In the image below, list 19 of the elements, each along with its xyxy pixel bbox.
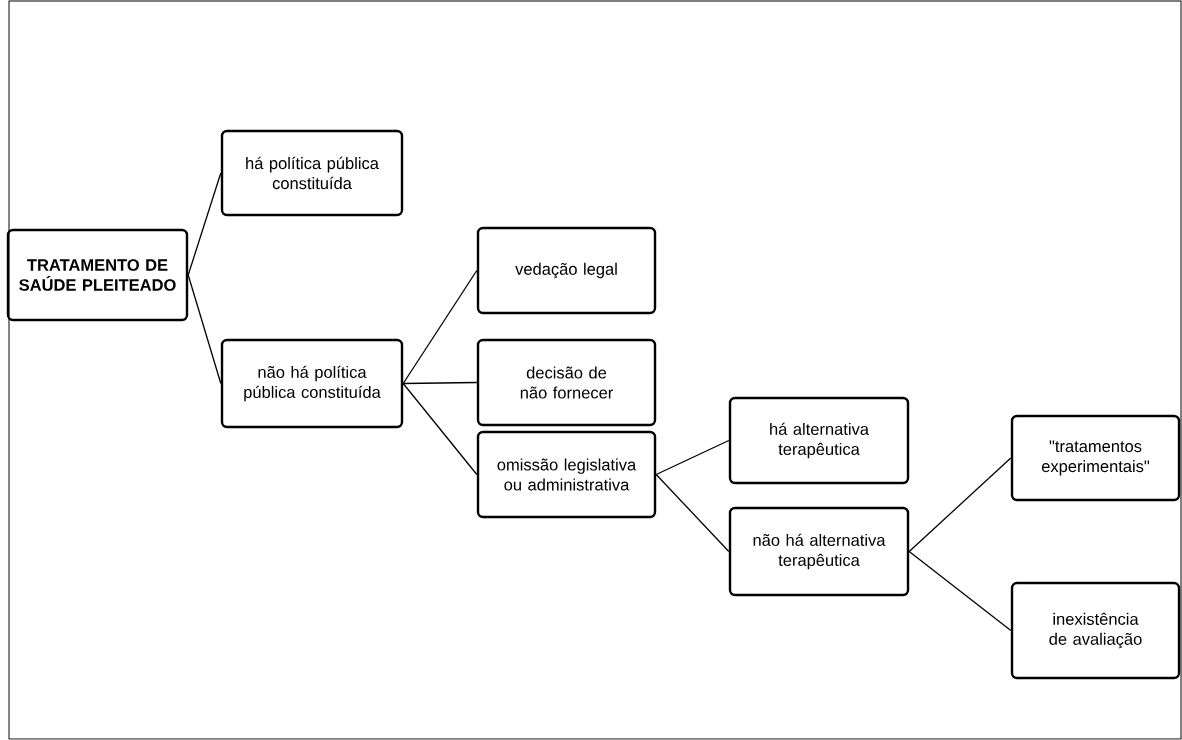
process-box: decisão de não fornecer [476, 338, 657, 427]
connector-line [655, 473, 730, 553]
connector-line [908, 457, 1012, 553]
process-box: há política pública constituída [220, 129, 404, 217]
connector-line [655, 439, 730, 476]
connector-line [402, 382, 478, 476]
connector-line [402, 381, 478, 385]
process-box: omissão legislativa ou administrativa [476, 430, 657, 519]
process-box: TRATAMENTO DE SAÚDE PLEITEADO [6, 228, 189, 322]
process-box: "tratamentos experimentais" [1010, 414, 1181, 502]
connector-line [187, 274, 222, 385]
connector-line [187, 172, 222, 276]
process-box: inexistência de avaliação [1010, 581, 1181, 680]
process-box: vedação legal [476, 226, 657, 315]
connector-line [402, 269, 478, 385]
connector-line [908, 550, 1012, 632]
process-box: não há política pública constituída [220, 338, 404, 429]
process-box: há alternativa terapêutica [728, 396, 910, 485]
process-box: não há alternativa terapêutica [728, 506, 910, 597]
